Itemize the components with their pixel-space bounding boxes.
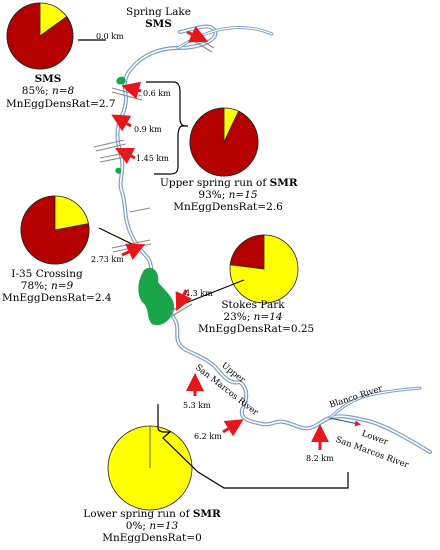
i35-callout [98,227,137,247]
brackets [78,39,349,489]
pie-upper [189,107,259,177]
pie-lower [107,425,193,511]
pie-i35 [20,195,90,265]
i35-rate: MnEggDensRat=2.4 [2,292,112,304]
dist-1.45: 1.45 km [136,154,169,163]
dist-4.3: 4.3 km [185,289,213,298]
stokes-label: Stokes Park 23%; n=14 [221,299,285,323]
arrow-0.9km [111,114,132,132]
lower-bracket [157,404,349,489]
i35-label: I-35 Crossing 78%; n=9 [11,268,83,292]
site-arrows [111,26,329,450]
park-areas [115,76,175,326]
lower-label: Lower spring run of SMR 0%; n=13 MnEggDe… [83,508,221,544]
sms-rate: MnEggDensRat=2.7 [6,98,116,110]
arrow-1.45km [114,147,136,165]
park-stokes [138,267,175,326]
upper-bracket [146,81,188,175]
dist-0.9: 0.9 km [134,125,162,134]
dist-5.3: 5.3 km [183,401,211,410]
pie-upper-red [189,107,259,177]
pie-stokes [229,234,299,304]
sms-label: SMS 85%; n=8 [21,73,75,97]
dist-0.0: 0.0 km [96,32,124,41]
pie-charts [6,2,299,511]
lower-flow-arrow [329,417,361,427]
dist-8.2: 8.2 km [306,454,334,463]
pie-i35-red [20,195,90,265]
pie-sms-red [6,2,74,70]
stokes-rate: MnEggDensRat=0.25 [198,323,315,335]
pie-sms [6,2,74,70]
arrow-6.2km [222,419,244,437]
dist-0.6: 0.6 km [143,89,171,98]
arrow-2.73km [121,243,146,260]
dist-6.2: 6.2 km [194,432,222,441]
arrow-4.3km [175,289,192,312]
dist-2.73: 2.73 km [91,255,124,264]
pie-stokes-red [229,234,265,270]
upper-label: Upper spring run of SMR 93%; n=15 MnEggD… [160,177,298,213]
park-small [115,167,122,174]
park-upper [116,76,126,85]
arrow-0km [186,26,209,43]
arrow-0.6km [121,81,142,100]
